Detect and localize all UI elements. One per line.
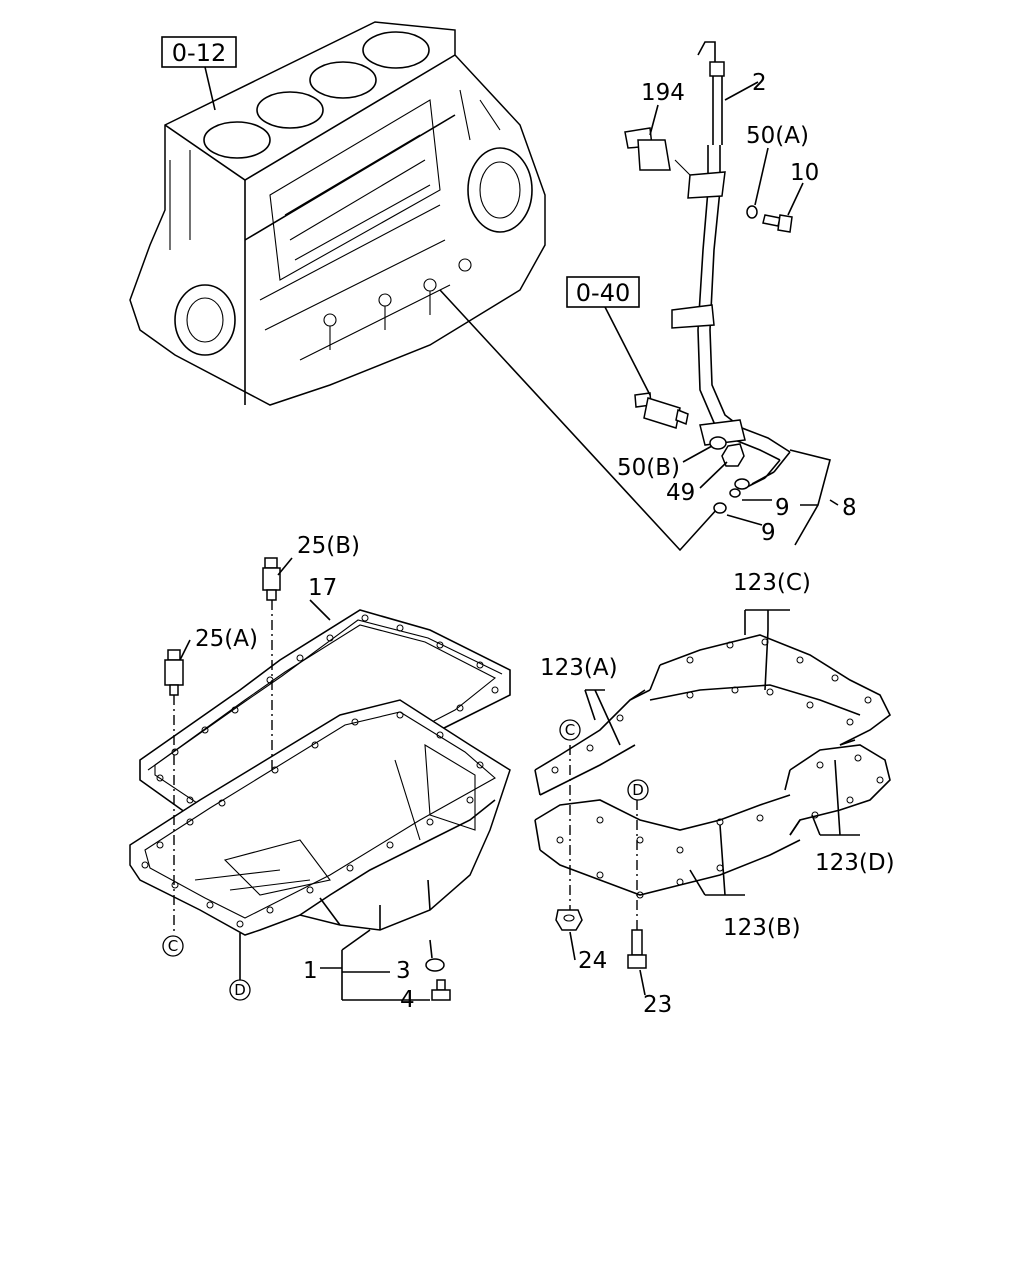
- callout-8: 8: [842, 495, 857, 521]
- stud-0-40: [634, 392, 689, 429]
- svg-text:D: D: [234, 981, 246, 999]
- nut-49: [721, 443, 745, 467]
- engine-block: [129, 21, 546, 406]
- callout-123c: 123(C): [733, 570, 811, 596]
- callout-50a: 50(A): [746, 123, 809, 149]
- dipstick-tube: [671, 41, 791, 490]
- leader-49: [699, 461, 728, 489]
- washer-9-upper: [729, 488, 741, 498]
- leader-194: [649, 104, 659, 136]
- ref-box-engine-block: 0-12: [161, 36, 237, 111]
- ref-label-0-12: 0-12: [172, 39, 226, 67]
- leader-9b: [726, 514, 763, 526]
- leader-8: [789, 449, 839, 546]
- ref-label-0-40: 0-40: [576, 279, 630, 307]
- gasket-123a: [534, 689, 646, 796]
- leader-25a: [179, 639, 191, 661]
- leader-123b: [689, 824, 745, 896]
- leader-2: [724, 81, 759, 101]
- svg-text:C: C: [565, 721, 575, 739]
- washer-50a: [746, 205, 758, 219]
- callout-25a: 25(A): [195, 626, 258, 652]
- leader-23: [639, 969, 646, 996]
- leader-17: [309, 599, 331, 621]
- leader-block-to-washer: [439, 289, 719, 552]
- washer-50b: [709, 436, 727, 450]
- callout-4: 4: [400, 987, 415, 1013]
- washer-9-lower: [713, 502, 727, 514]
- marker-d-left: D: [229, 979, 251, 1001]
- callout-194: 194: [641, 80, 685, 106]
- gasket-123c: [629, 634, 892, 746]
- drain-plug-4: [431, 979, 451, 1001]
- callout-3: 3: [396, 958, 411, 984]
- marker-c-left: C: [162, 935, 184, 957]
- leader-50a: [754, 147, 769, 206]
- svg-text:C: C: [168, 937, 178, 955]
- callout-24: 24: [578, 948, 607, 974]
- callout-9-lower: 9: [761, 520, 776, 546]
- oil-pan-1: [129, 699, 511, 936]
- leader-1-3-4: [320, 929, 433, 1001]
- leader-24: [569, 931, 576, 961]
- leader-123d: [811, 759, 860, 836]
- stud-25a: [164, 649, 184, 696]
- callout-2: 2: [752, 70, 767, 96]
- callout-49: 49: [666, 480, 695, 506]
- callout-1: 1: [303, 958, 318, 984]
- stud-194: [624, 127, 691, 176]
- callout-25b: 25(B): [297, 533, 360, 559]
- callout-123a: 123(A): [540, 655, 618, 681]
- marker-c-right: C: [559, 719, 581, 741]
- callout-10: 10: [790, 160, 819, 186]
- callout-17: 17: [308, 575, 337, 601]
- leader-10: [787, 182, 804, 216]
- leader-123c: [744, 609, 790, 691]
- callout-23: 23: [643, 992, 672, 1018]
- svg-text:D: D: [632, 781, 644, 799]
- callout-123b: 123(B): [723, 915, 801, 941]
- bolt-10: [762, 214, 793, 233]
- callout-9-upper: 9: [775, 495, 790, 521]
- bolt-23: [627, 929, 647, 969]
- callout-50b: 50(B): [617, 455, 680, 481]
- callout-123d: 123(D): [815, 850, 895, 876]
- gasket-123b: [534, 794, 801, 899]
- leader-25b: [277, 557, 293, 576]
- nut-24: [555, 909, 583, 931]
- ref-box-stud: 0-40: [566, 276, 651, 396]
- stud-25b: [262, 557, 281, 601]
- washer-3: [425, 958, 445, 972]
- marker-d-right: D: [627, 779, 649, 801]
- leader-123a: [584, 689, 621, 746]
- leader-50b: [682, 445, 713, 463]
